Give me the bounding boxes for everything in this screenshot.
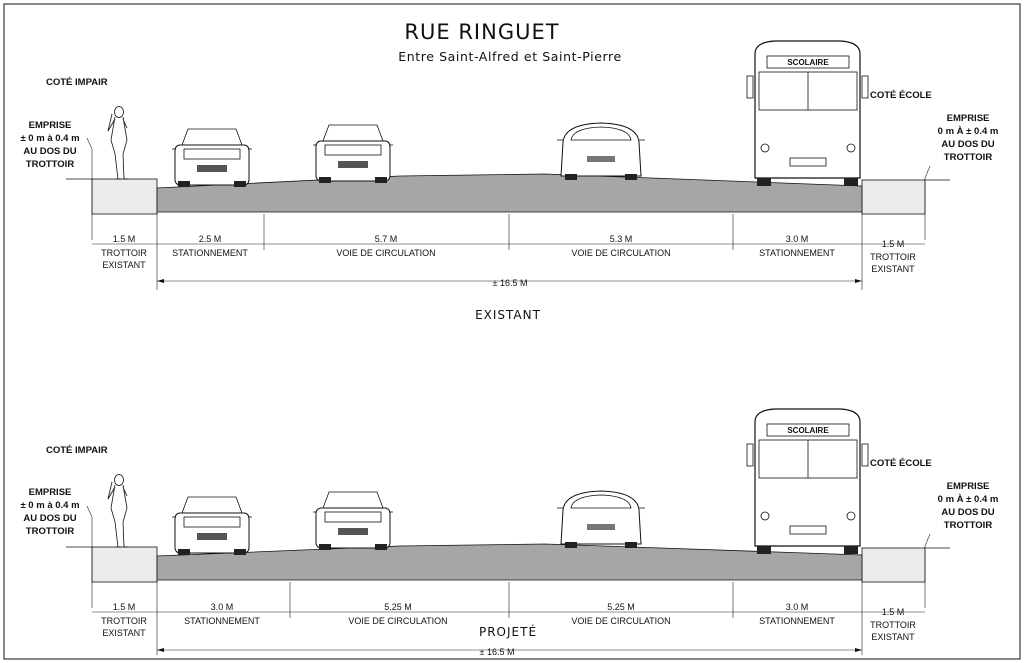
segment-label: STATIONNEMENT [759,248,835,258]
emprise-note-left: EMPRISE ± 0 m à 0.4 m AU DOS DU TROTTOIR [20,487,79,537]
emprise-right-line-4: TROTTOIR [944,152,993,163]
side-label-left: COTÉ IMPAIR [46,445,108,456]
emprise-leader-right [924,165,931,240]
pavement [156,543,863,581]
segment-label: TROTTOIR [101,616,147,626]
emprise-left-line-2: ± 0 m à 0.4 m [20,500,79,511]
emprise-right-line-1: EMPRISE [947,113,990,124]
segment-width: 1.5 M [113,234,136,244]
dimension-chain: 1.5 M TROTTOIR EXISTANT 3.0 M STATIONNEM… [92,580,925,657]
side-label-right: COTÉ ÉCOLE [870,90,932,101]
sidewalk-right [861,179,926,215]
segment-width: 1.5 M [113,602,136,612]
sidewalk-right [861,547,926,583]
emprise-left-line-4: TROTTOIR [26,526,75,537]
segment-label: VOIE DE CIRCULATION [348,616,447,626]
segment-width: 1.5 M [882,239,905,249]
segment-width: 5.3 M [610,234,633,244]
emprise-left-line-3: AU DOS DU [23,146,76,157]
ground-line [66,178,950,181]
segment-label: STATIONNEMENT [759,616,835,626]
sheet-border [3,3,1021,660]
drawing-subtitle: Entre Saint-Alfred et Saint-Pierre [398,49,622,64]
emprise-left-line-4: TROTTOIR [26,159,75,170]
section-projete: COTÉ IMPAIR COTÉ ÉCOLE EMPRISE ± 0 m à 0… [20,408,999,657]
bus-sign: SCOLAIRE [787,58,829,67]
car-right [557,490,645,548]
car-left [172,128,252,187]
emprise-note-left: EMPRISE ± 0 m à 0.4 m AU DOS DU TROTTOIR [20,120,79,170]
segment-label: TROTTOIR [101,248,147,258]
segment-width: 3.0 M [786,234,809,244]
segment-label: TROTTOIR [870,252,916,262]
school-bus: SCOLAIRE [746,40,869,186]
segment-label-2: EXISTANT [102,260,146,270]
emprise-left-line-2: ± 0 m à 0.4 m [20,133,79,144]
sidewalk-left [91,546,158,583]
segment-width: 5.7 M [375,234,398,244]
section-state-label: PROJETÉ [479,624,537,639]
school-bus: SCOLAIRE [746,408,869,554]
segment-label-2: EXISTANT [102,628,146,638]
emprise-leader-right [924,533,931,608]
segment-label-2: EXISTANT [871,632,915,642]
emprise-right-line-1: EMPRISE [947,481,990,492]
sidewalk-left [91,178,158,215]
segment-label: STATIONNEMENT [172,248,248,258]
segment-label: VOIE DE CIRCULATION [571,616,670,626]
side-label-right: COTÉ ÉCOLE [870,458,932,469]
total-width: ± 16.5 M [480,647,515,657]
emprise-leader-left [86,137,93,240]
segment-label: STATIONNEMENT [184,616,260,626]
bus-sign: SCOLAIRE [787,426,829,435]
segment-label-2: EXISTANT [871,264,915,274]
emprise-left-line-1: EMPRISE [29,120,72,131]
segment-width: 3.0 M [786,602,809,612]
emprise-left-line-3: AU DOS DU [23,513,76,524]
segment-label: VOIE DE CIRCULATION [336,248,435,258]
emprise-note-right: EMPRISE 0 m À ± 0.4 m AU DOS DU TROTTOIR [938,481,999,531]
side-label-left: COTÉ IMPAIR [46,77,108,88]
emprise-right-line-2: 0 m À ± 0.4 m [938,494,999,505]
segment-width: 2.5 M [199,234,222,244]
segment-label: VOIE DE CIRCULATION [571,248,670,258]
emprise-right-line-3: AU DOS DU [941,507,994,518]
segment-width: 5.25 M [384,602,412,612]
car-middle [313,124,393,183]
drawing-title: RUE RINGUET [404,20,559,44]
section-state-label: EXISTANT [475,308,541,322]
ground-line [66,546,950,549]
dimension-chain: 1.5 M TROTTOIR EXISTANT 2.5 M STATIONNEM… [92,212,925,290]
pedestrian-figure [107,474,128,548]
emprise-right-line-3: AU DOS DU [941,139,994,150]
segment-width: 3.0 M [211,602,234,612]
pavement [156,173,863,213]
emprise-right-line-2: 0 m À ± 0.4 m [938,126,999,137]
segment-width: 5.25 M [607,602,635,612]
section-existant: COTÉ IMPAIR COTÉ ÉCOLE EMPRISE ± 0 m à 0… [20,40,999,322]
segment-width: 1.5 M [882,607,905,617]
pedestrian-figure [107,106,128,180]
emprise-leader-left [86,505,93,608]
emprise-right-line-4: TROTTOIR [944,520,993,531]
car-right [557,122,645,180]
car-left [172,496,252,555]
emprise-left-line-1: EMPRISE [29,487,72,498]
emprise-note-right: EMPRISE 0 m À ± 0.4 m AU DOS DU TROTTOIR [938,113,999,163]
car-middle [313,491,393,550]
total-width: ± 16.5 M [493,278,528,288]
segment-label: TROTTOIR [870,620,916,630]
